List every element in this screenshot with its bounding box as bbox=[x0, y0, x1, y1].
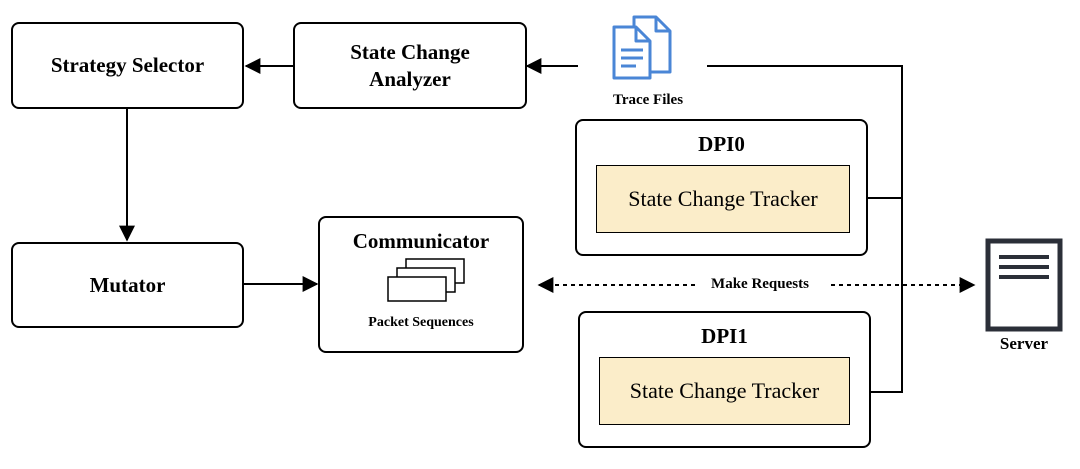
trace-files-label: Trace Files bbox=[612, 92, 684, 108]
dpi1-state-change-tracker: State Change Tracker bbox=[599, 357, 850, 425]
state-change-analyzer-node: State Change Analyzer bbox=[293, 22, 527, 109]
document-stack-icon bbox=[612, 15, 672, 80]
strategy-selector-label: Strategy Selector bbox=[50, 53, 205, 78]
dpi0-title: DPI0 bbox=[698, 132, 745, 156]
communicator-label: Communicator bbox=[352, 229, 490, 253]
packet-sequences-label: Packet Sequences bbox=[368, 315, 474, 330]
communicator-node: Communicator bbox=[318, 216, 524, 353]
server-label: Server bbox=[999, 334, 1049, 353]
edge-trackers-to-trace-files bbox=[707, 65, 903, 393]
make-requests-label: Make Requests bbox=[711, 276, 809, 292]
dpi1-tracker-label: State Change Tracker bbox=[629, 378, 820, 403]
stacked-cards-icon bbox=[387, 258, 465, 302]
dpi1-title: DPI1 bbox=[701, 324, 748, 348]
state-change-analyzer-label: State Change Analyzer bbox=[350, 40, 470, 91]
dpi0-tracker-label: State Change Tracker bbox=[628, 186, 818, 211]
mutator-node: Mutator bbox=[11, 242, 244, 328]
mutator-label: Mutator bbox=[89, 272, 166, 297]
dpi0-state-change-tracker: State Change Tracker bbox=[596, 165, 850, 233]
server-icon bbox=[985, 238, 1063, 332]
strategy-selector-node: Strategy Selector bbox=[11, 22, 244, 109]
